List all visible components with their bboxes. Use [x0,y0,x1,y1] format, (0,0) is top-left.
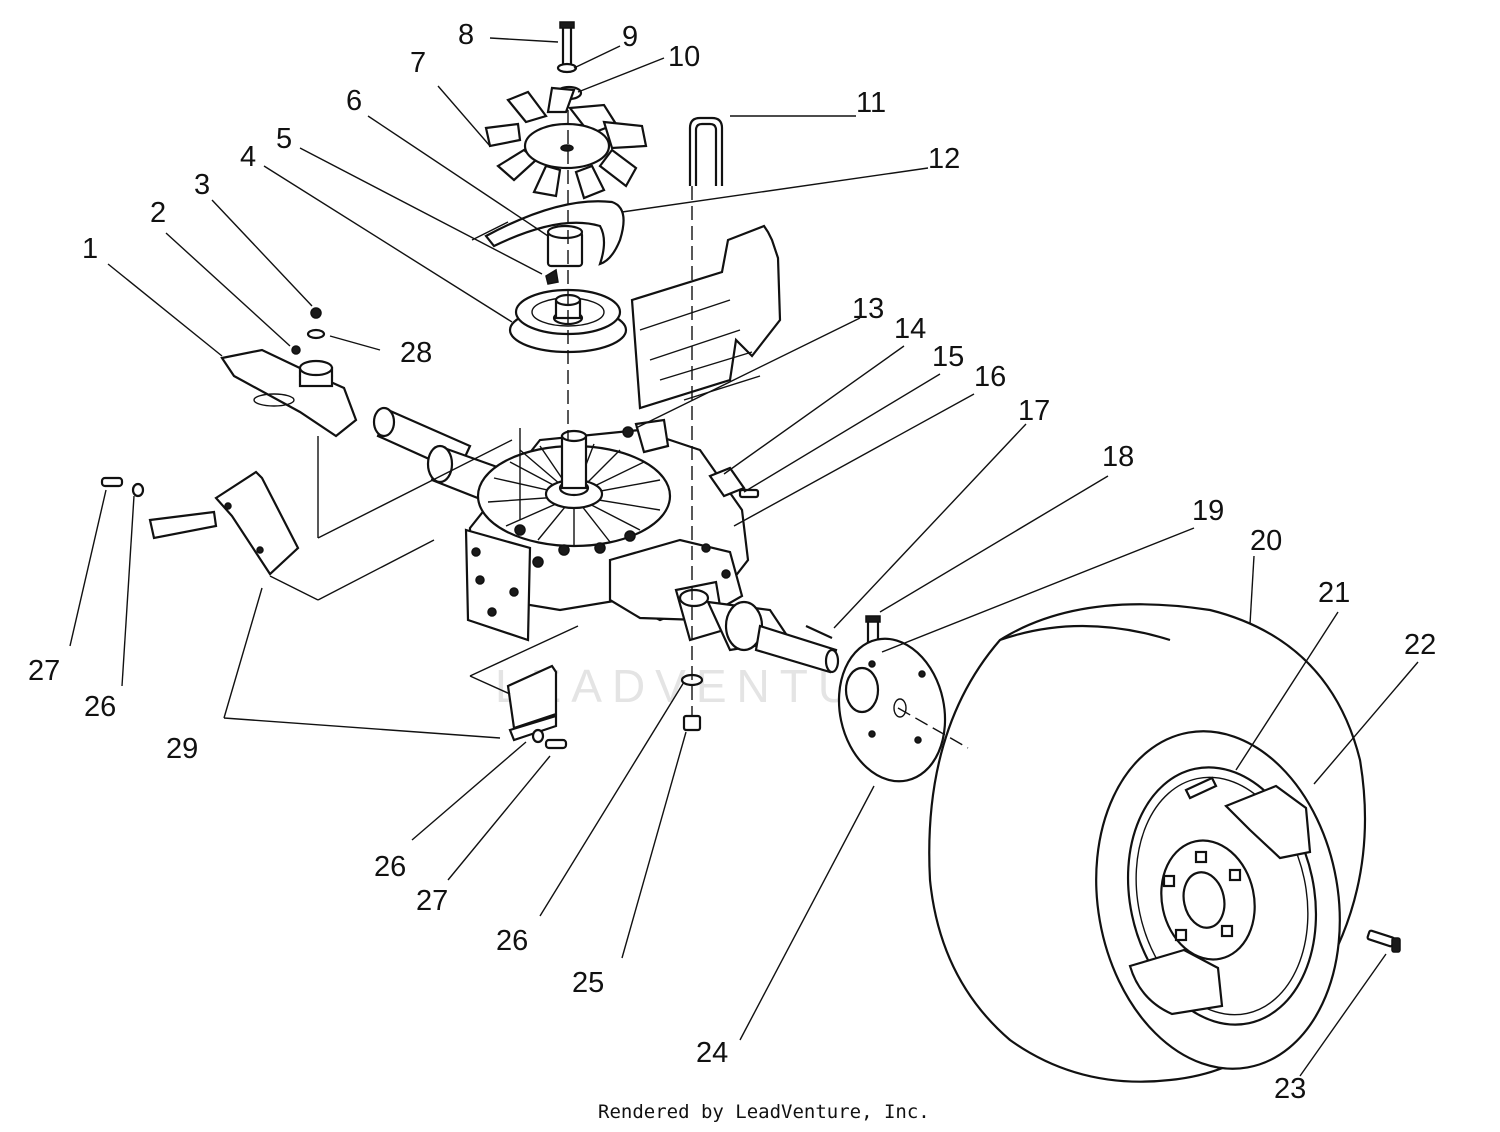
callout-9: 9 [622,21,638,53]
callout-19: 19 [1192,495,1224,527]
drain-hardware [680,673,704,732]
callout-26-bracket: 26 [374,851,406,883]
callout-2: 2 [150,197,166,229]
small-hardware [622,418,760,499]
callout-7: 7 [410,47,426,79]
callout-13: 13 [852,293,884,325]
valve-stem [1184,776,1218,800]
callout-18: 18 [1102,441,1134,473]
callout-21: 21 [1318,577,1350,609]
callout-11: 11 [856,87,886,119]
callout-20: 20 [1250,525,1282,557]
axle-shaft-right [674,580,840,674]
wheel-rim [1126,766,1318,1026]
callouts: 1 2 3 4 5 6 7 8 9 10 11 12 13 14 15 16 1… [28,19,1436,1105]
callout-26-left: 26 [84,691,116,723]
u-bolt [688,116,724,186]
callout-10: 10 [668,41,700,73]
idler-bracket [220,307,358,438]
callout-25: 25 [572,967,604,999]
callout-16: 16 [974,361,1006,393]
callout-27-left: 27 [28,655,60,687]
callout-15: 15 [932,341,964,373]
callout-12: 12 [928,143,960,175]
callout-5: 5 [276,123,292,155]
callout-24: 24 [696,1037,728,1069]
callout-27-bracket: 27 [416,885,448,917]
fan-bolt-stack [555,21,583,101]
callout-22: 22 [1404,629,1436,661]
cooling-fan [484,86,648,200]
mount-bracket-bottom [506,664,568,750]
mount-bracket-left [100,470,300,576]
callout-29: 29 [166,733,198,765]
footer-credit: Rendered by LeadVenture, Inc. [598,1101,930,1123]
callout-17: 17 [1018,395,1050,427]
fan-shroud [471,200,625,266]
callout-14: 14 [894,313,926,345]
woodruff-key [545,268,559,285]
callout-3: 3 [194,169,210,201]
callout-4: 4 [240,141,256,173]
lug-bolt [1366,929,1401,953]
leader-lines [69,37,1419,1077]
callout-28: 28 [400,337,432,369]
callout-1: 1 [82,233,98,265]
spacer [546,224,584,268]
callout-8: 8 [458,19,474,51]
wheel-hub [837,637,947,783]
callout-26-bottom: 26 [496,925,528,957]
callout-6: 6 [346,85,362,117]
frame-bracket [630,224,782,410]
callout-23: 23 [1274,1073,1306,1105]
